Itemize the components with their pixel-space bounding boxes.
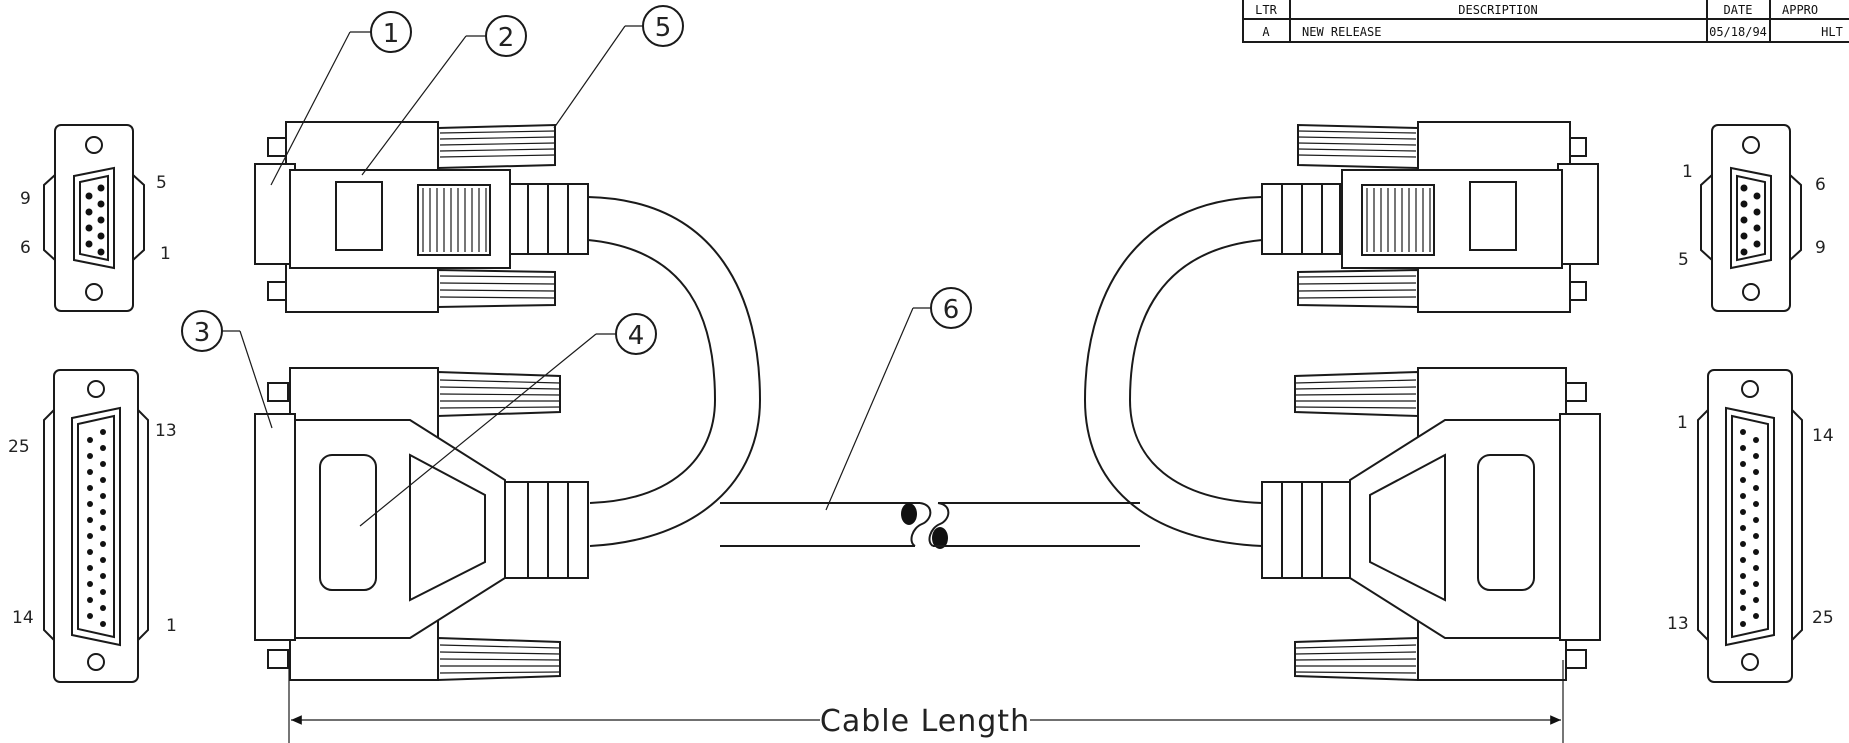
pin-label-top-left: 9 [20,189,31,209]
balloon-label: 2 [498,23,515,53]
balloon-label: 5 [655,13,672,43]
pin-label-top-left: 1 [1677,413,1688,433]
pin-label-top-right: 14 [1812,426,1834,446]
cable-length-label: Cable Length [820,704,1030,739]
db25-face-view-right: 1 14 13 25 [1667,369,1834,683]
pin-label-bottom-left: 5 [1678,250,1689,270]
rev-row-ltr: A [1262,25,1270,39]
db25-face-view-left: 25 13 14 1 [8,369,177,683]
balloon-label: 6 [943,295,960,325]
thumbscrew-upper [1297,123,1419,170]
callout-balloon-3: 3 [181,310,273,429]
pin-label-bottom-right: 1 [166,616,177,636]
pin-label-top-right: 6 [1815,175,1826,195]
pin-label-top-right: 5 [156,173,167,193]
rev-row-approved: HLT [1821,25,1843,39]
pin-label-bottom-left: 13 [1667,614,1689,634]
balloon-label: 4 [628,321,645,351]
revision-table: LTR DESCRIPTION DATE APPRO A NEW RELEASE… [1242,0,1849,43]
rev-header-ltr: LTR [1255,3,1277,17]
rev-header-date: DATE [1724,3,1753,17]
thumbscrew-upper [437,370,561,418]
thumbscrew-lower [1294,636,1419,682]
db9-face-view-right: 1 6 5 9 [1678,124,1826,312]
db9-connector-right [1261,121,1599,313]
db25-connector-left [254,367,589,682]
callout-balloon-6: 6 [825,287,972,511]
pin-label-top-right: 13 [155,421,177,441]
thumbscrew-upper [437,123,556,170]
rev-row-date: 05/18/94 [1709,25,1767,39]
db9-connector-left [254,121,589,313]
rev-row-description: NEW RELEASE [1302,25,1381,39]
cable-length-dimension: Cable Length [288,660,1564,743]
thumbscrew-lower [1297,268,1419,309]
balloon-label: 3 [194,318,211,348]
pin-label-top-left: 25 [8,437,30,457]
rev-header-approved: APPRO [1782,3,1818,17]
thumbscrew-lower [437,268,556,309]
thumbscrew-upper [1294,370,1419,418]
pin-label-top-left: 1 [1682,162,1693,182]
pin-label-bottom-right: 25 [1812,608,1834,628]
callout-balloon-4: 4 [359,313,657,527]
db9-face-view-left: 9 5 6 1 [20,124,171,312]
pin-label-bottom-right: 1 [160,244,171,264]
pin-label-bottom-right: 9 [1815,238,1826,258]
thumbscrew-lower [437,636,561,682]
callout-balloon-2: 2 [361,15,527,176]
pin-label-bottom-left: 14 [12,608,34,628]
db25-connector-right [1261,367,1601,682]
cable [587,196,1263,549]
rev-header-description: DESCRIPTION [1458,3,1537,17]
callout-balloon-5: 5 [553,5,684,129]
callout-balloon-1: 1 [270,11,412,186]
pin-label-bottom-left: 6 [20,238,31,258]
balloon-label: 1 [383,19,400,49]
